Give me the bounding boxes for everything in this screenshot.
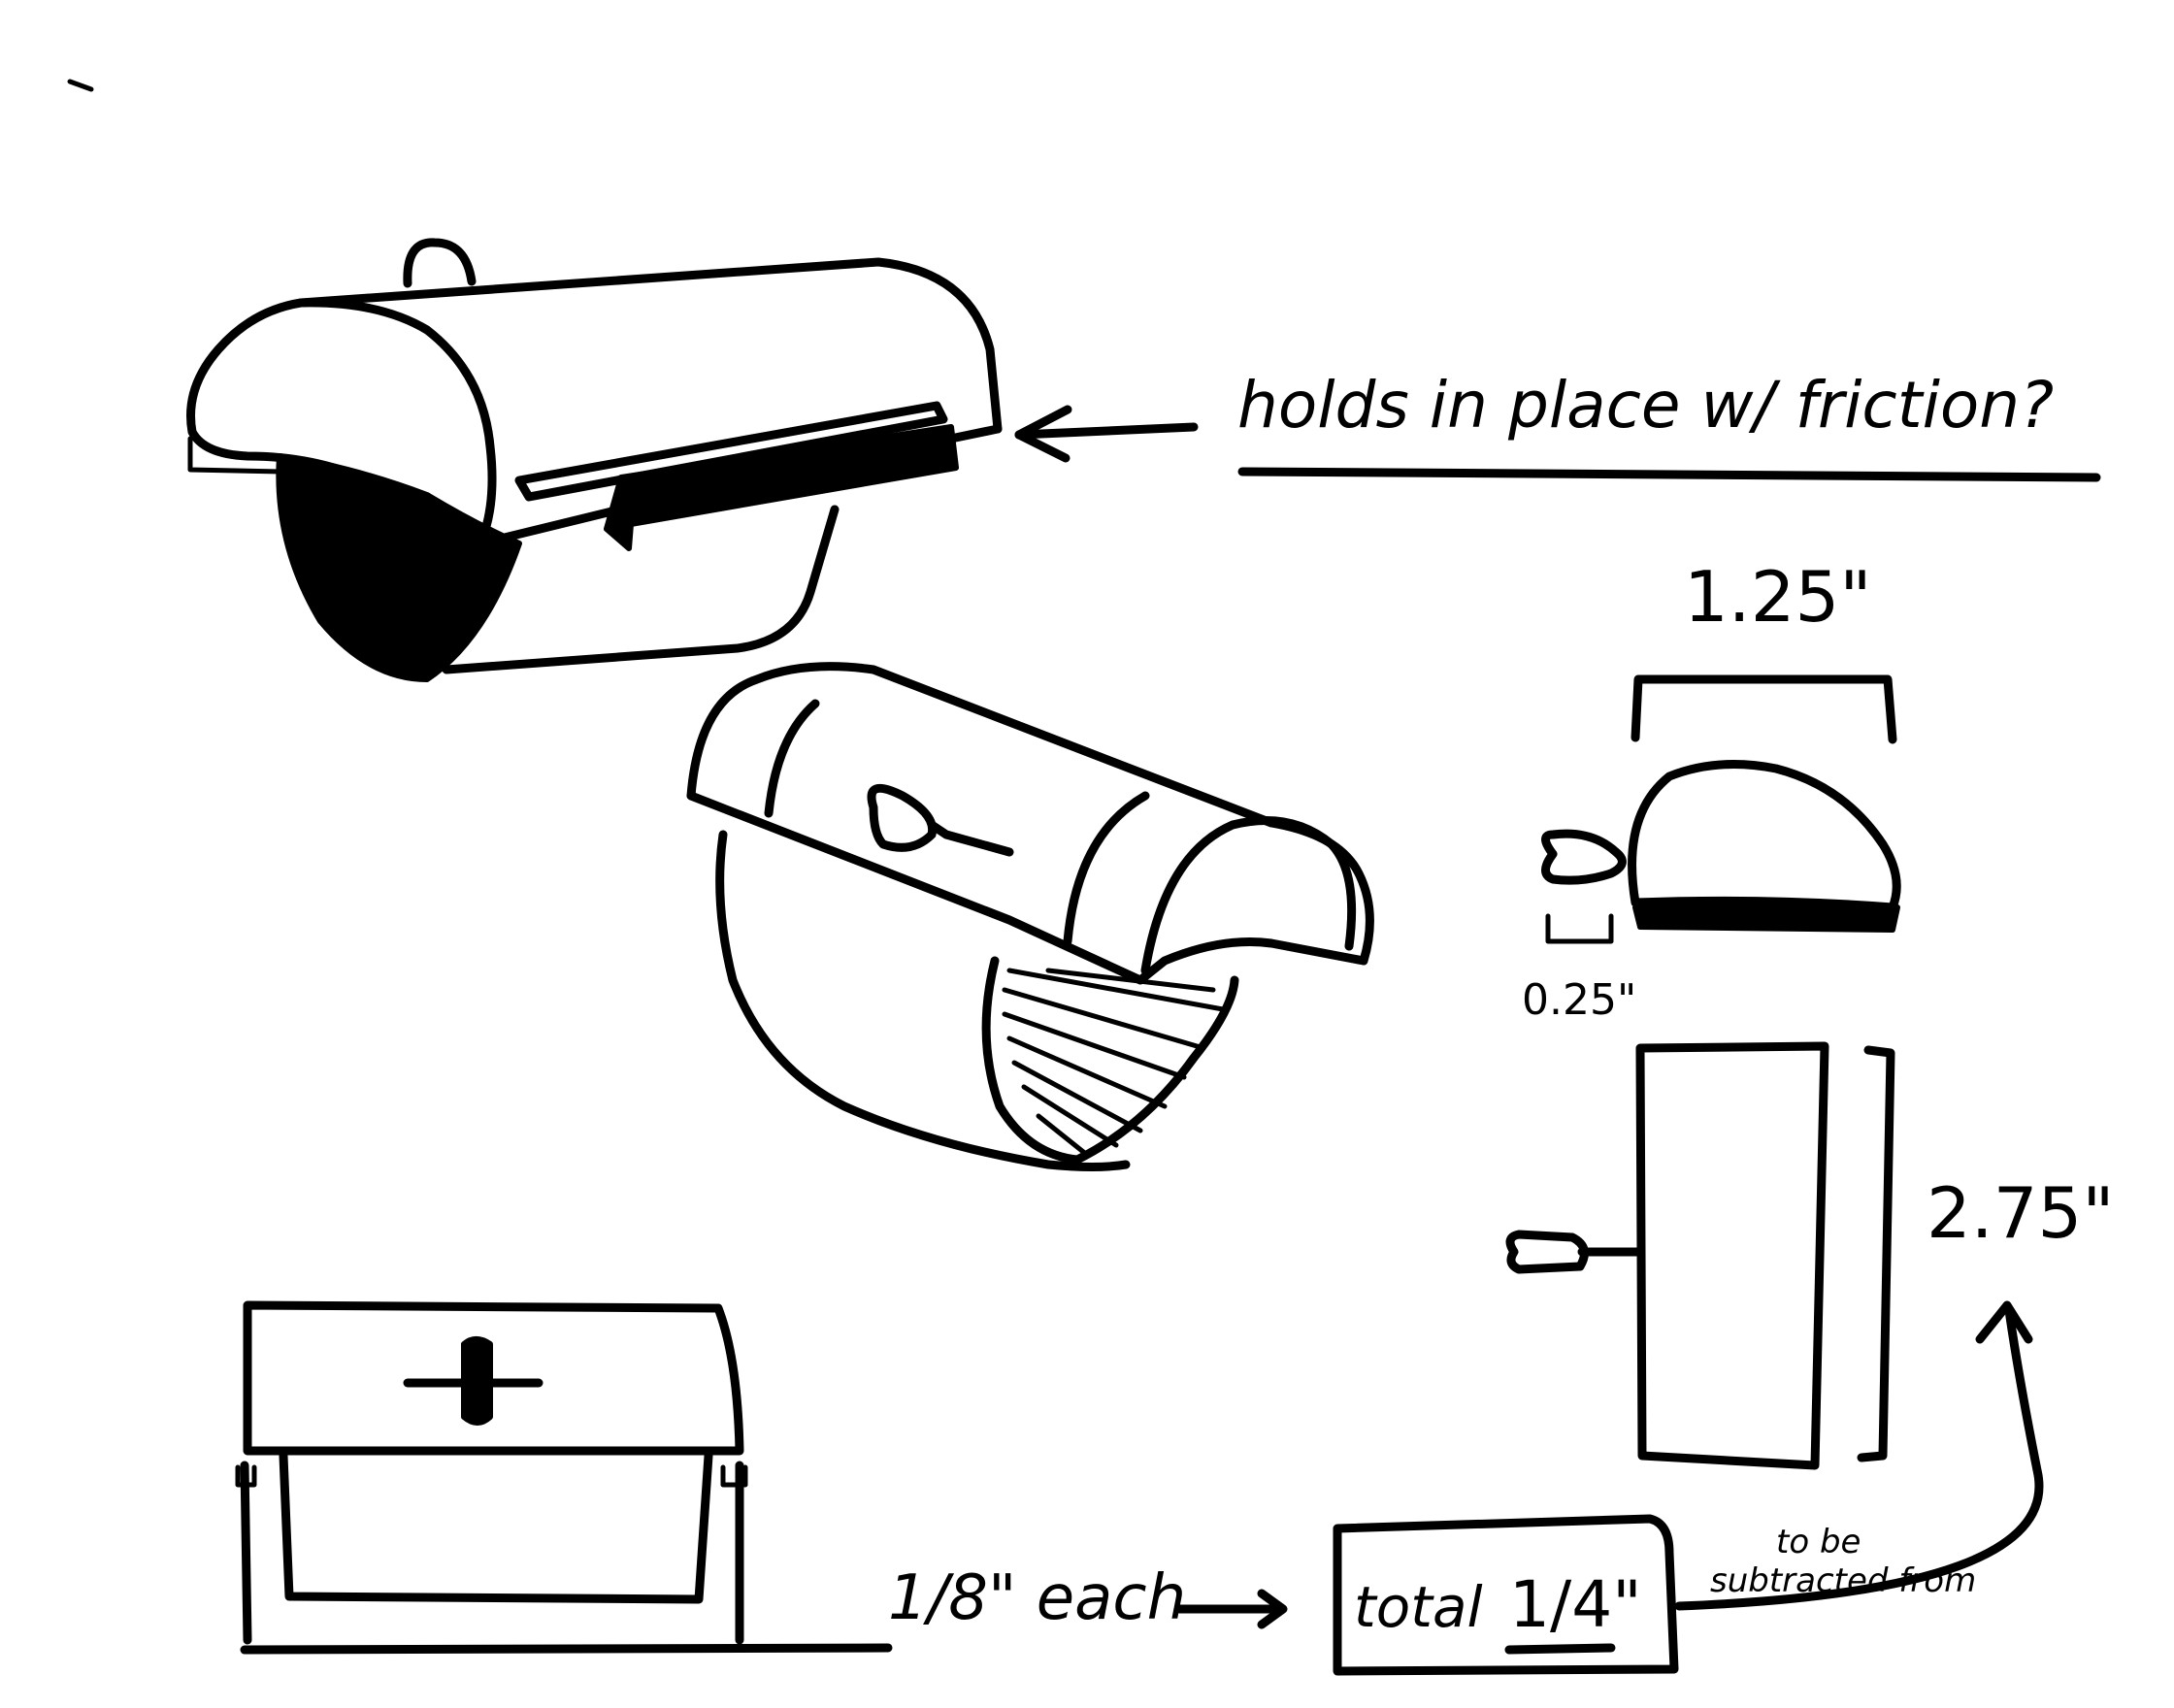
hatching bbox=[1002, 968, 1226, 1158]
dark-cavity bbox=[276, 453, 522, 682]
lid-fold-line bbox=[764, 699, 820, 818]
handle-dimension: 0.25" bbox=[1522, 975, 1636, 1025]
lid-lower-edge bbox=[686, 791, 1368, 985]
lid-right-arc-inner bbox=[1063, 791, 1150, 946]
front-width-line bbox=[240, 1643, 893, 1655]
friction-underline bbox=[1237, 467, 2101, 482]
top-view-rect bbox=[1635, 1041, 1829, 1470]
open-body-outline bbox=[715, 830, 1131, 1171]
curved-arrow bbox=[1674, 1305, 2044, 1611]
front-clip-left bbox=[235, 1464, 257, 1488]
side-profile-sketch bbox=[1505, 674, 2044, 1611]
body-outline bbox=[442, 505, 840, 674]
friction-note: holds in place w/ friction? bbox=[1237, 368, 2054, 443]
plus-bar-v bbox=[461, 1336, 493, 1426]
curved-arrow-head bbox=[1975, 1300, 2033, 1344]
rail-strip bbox=[604, 424, 959, 551]
latch bbox=[867, 783, 1014, 857]
length-dimension: 2.75" bbox=[1927, 1172, 2114, 1254]
total-label: total bbox=[1354, 1574, 1483, 1640]
front-body bbox=[279, 1451, 713, 1604]
lid-outline bbox=[686, 662, 1374, 966]
rail-slot bbox=[514, 401, 948, 502]
front-view-sketch bbox=[235, 1300, 893, 1655]
dome-profile bbox=[1628, 760, 1901, 912]
loop-handle bbox=[403, 238, 477, 288]
total-value: 1/4" bbox=[1509, 1567, 1642, 1642]
subtract-note-line2: subtracted from bbox=[1710, 1561, 1976, 1600]
top-view-knob bbox=[1505, 1230, 1645, 1274]
each-arrow bbox=[1174, 1589, 1288, 1629]
length-bracket bbox=[1857, 1045, 1895, 1462]
side-knob bbox=[1541, 829, 1627, 885]
friction-arrow bbox=[1014, 405, 1199, 463]
left-tab bbox=[187, 436, 284, 475]
cavity-outline bbox=[981, 956, 1239, 1165]
total-value-underline bbox=[1504, 1643, 1616, 1655]
front-clip-right bbox=[720, 1464, 748, 1488]
stray-mark bbox=[67, 79, 94, 92]
hood-outline bbox=[296, 257, 1003, 434]
device-sketch-closed bbox=[186, 238, 1003, 682]
subtract-note-line1: to be bbox=[1776, 1523, 1861, 1561]
lid-right-arc bbox=[1140, 816, 1357, 975]
handle-bracket bbox=[1545, 913, 1614, 944]
front-side-left bbox=[240, 1461, 252, 1645]
device-sketch-open bbox=[686, 662, 1374, 1171]
total-box bbox=[1333, 1514, 1679, 1676]
front-lid bbox=[243, 1300, 744, 1456]
dome-base bbox=[1632, 904, 1900, 933]
width-dimension: 1.25" bbox=[1684, 556, 1871, 638]
each-note: 1/8" each bbox=[888, 1562, 1186, 1634]
width-bracket bbox=[1630, 674, 1897, 744]
